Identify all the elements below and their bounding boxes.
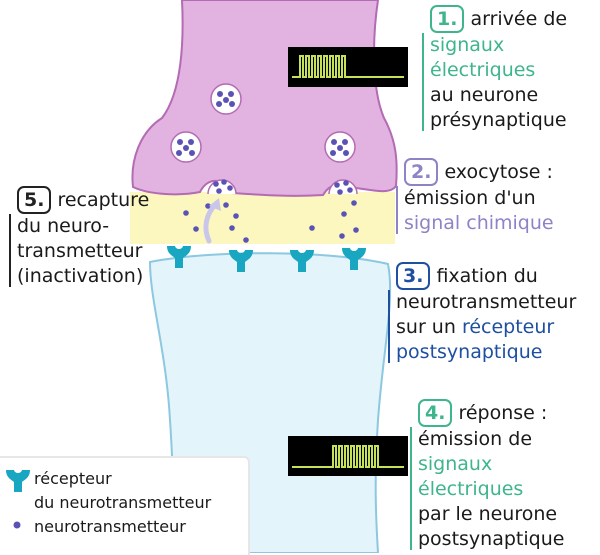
step-4-number: 4. [418, 399, 453, 427]
step-5-line3: transmetteur [17, 240, 143, 262]
step-4-bar [410, 427, 412, 550]
step-5-line4: (inactivation) [17, 265, 144, 287]
step-2: 2.exocytose : émission d'un signal chimi… [396, 158, 554, 236]
legend-receptor-line2: du neurotransmetteur [34, 493, 212, 512]
signal-recording-icon [288, 47, 408, 87]
reuptake-arrow-icon [203, 198, 221, 244]
step-2-line1: exocytose : [444, 161, 553, 183]
step-1-bar [422, 33, 424, 131]
step-5-line1: recapture [57, 189, 150, 211]
signal-recording-icon [288, 436, 408, 476]
step-1-number: 1. [430, 5, 465, 33]
step-1-line4: au neurone [430, 84, 539, 106]
receptor-icon [6, 470, 30, 492]
step-4-line3: signaux [418, 453, 493, 475]
step-3-line1: fixation du [436, 265, 538, 287]
presynaptic-neuron [131, 0, 398, 197]
vesicle [324, 131, 356, 163]
fusing-vesicle [328, 179, 358, 195]
step-3: 3.fixation du neurotransmetteur sur un r… [388, 262, 576, 365]
step-4-line4: électriques [418, 478, 524, 500]
step-5: 5.recapture du neuro- transmetteur (inac… [9, 186, 149, 289]
step-2-line2: émission d'un [404, 187, 536, 209]
step-1-line3: électriques [430, 59, 536, 81]
legend-neurotransmitter: neurotransmetteur [34, 517, 186, 536]
vesicle [170, 131, 202, 163]
step-2-number: 2. [404, 158, 439, 186]
released-neurotransmitters [183, 200, 359, 243]
step-1-line1: arrivée de [470, 8, 568, 30]
neurotransmitter-dot-icon [13, 521, 21, 529]
step-2-bar [396, 186, 398, 234]
step-1-line2: signaux [430, 34, 505, 56]
step-5-bar [9, 214, 11, 287]
synaptic-cleft [130, 192, 395, 244]
step-1: 1.arrivée de signaux électriques au neur… [422, 5, 567, 133]
step-3-bar [388, 290, 390, 363]
receptor-icon [167, 246, 191, 268]
step-3-line3: sur un [396, 316, 456, 338]
step-3-line4: postsynaptique [396, 341, 543, 363]
legend-receptor-line1: récepteur [34, 469, 112, 488]
legend: récepteur du neurotransmetteur neurotran… [0, 456, 250, 555]
fusing-vesicle [207, 179, 237, 195]
receptor-icon [290, 250, 314, 272]
receptor-icon [342, 248, 366, 270]
step-5-line2: du neuro- [17, 215, 110, 237]
step-4-line5: par le neurone [418, 503, 558, 525]
step-4: 4.réponse : émission de signaux électriq… [410, 399, 564, 552]
step-4-line2: émission de [418, 428, 533, 450]
step-4-line1: réponse : [458, 402, 548, 424]
receptor-icon [229, 250, 253, 272]
step-3-number: 3. [396, 262, 431, 290]
step-3-line2: neurotransmetteur [396, 291, 577, 313]
step-5-number: 5. [17, 186, 52, 214]
step-3-line3b: récepteur [461, 316, 555, 338]
step-2-line3: signal chimique [404, 212, 554, 234]
step-1-line5: présynaptique [430, 109, 567, 131]
step-4-line6: postsynaptique [418, 528, 565, 550]
vesicle [210, 83, 242, 115]
